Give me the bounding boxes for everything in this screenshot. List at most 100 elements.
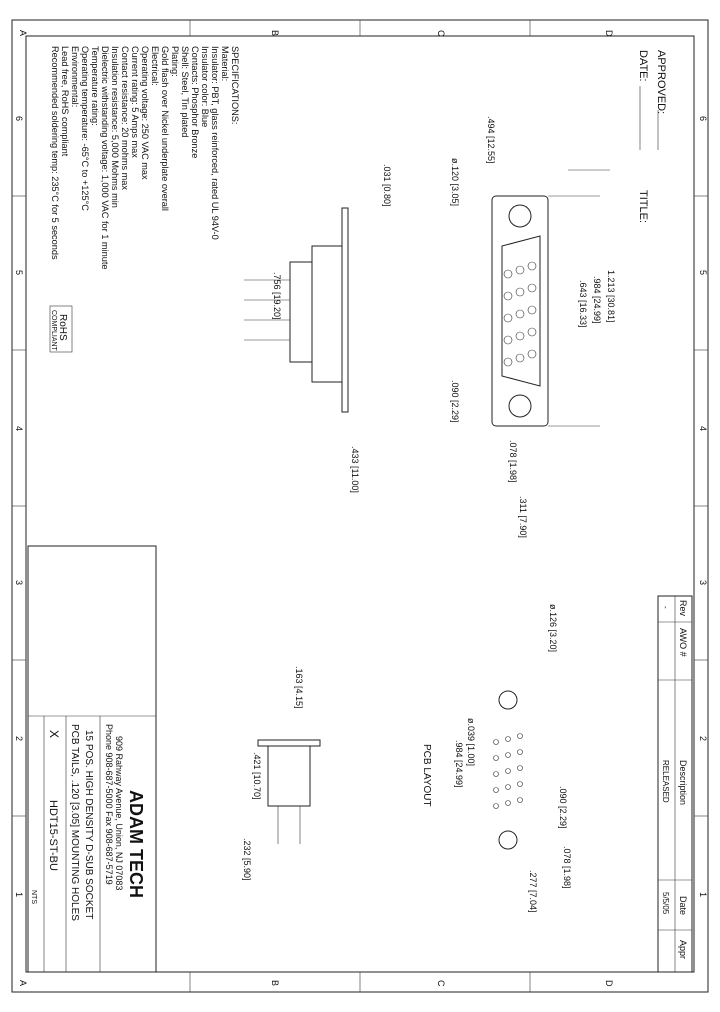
mount-hole-right	[508, 394, 532, 418]
spec-line: Contacts: Phosphor Bronze	[190, 46, 200, 158]
spec-line: Recommended soldering temp: 235°C for 5 …	[50, 46, 60, 260]
front-view: 1.213 [30.81] .984 [24.99] .643 [16.33] …	[450, 116, 616, 538]
zone-number: 3	[14, 580, 24, 585]
spec-line: Gold flash over Nickel underplate overal…	[160, 46, 170, 211]
spec-line: Temperature rating:	[90, 46, 100, 126]
dim-pcb-pitch: .090 [2.29]	[558, 786, 568, 829]
company-phone: Phone 908-687-5000 Fax 908-687-5719	[104, 724, 114, 885]
drawing-mark: X	[47, 730, 61, 738]
side-view: .031 [0.80] .756 [19.20] .433 [11.00]	[244, 164, 392, 493]
zone-ticks	[12, 20, 708, 992]
dim-front-width: 1.213 [30.81]	[606, 270, 616, 323]
spec-line: Dielectric withstanding voltage: 1,000 V…	[100, 46, 110, 270]
pcb-pin-hole	[493, 787, 499, 793]
awo-header: AWO #	[678, 628, 688, 657]
pcb-pin-hole	[493, 803, 499, 809]
pcb-pin-hole	[517, 781, 523, 787]
dim-end-top: .163 [4.15]	[294, 666, 304, 709]
zone-letter: D	[604, 30, 614, 37]
specifications-block: SPECIFICATIONS: Material:Insulator: PBT,…	[49, 46, 240, 353]
socket-contact	[503, 313, 513, 323]
socket-contact	[515, 309, 525, 319]
spec-line: Environmental:	[70, 46, 80, 107]
zone-number: 2	[698, 736, 708, 741]
dim-front-shell: .643 [16.33]	[578, 280, 588, 328]
front-shell	[491, 195, 549, 427]
socket-contact	[527, 349, 537, 359]
pcb-layout-label: PCB LAYOUT	[421, 744, 432, 807]
pcb-pin-hole	[517, 765, 523, 771]
pcb-pin-hole	[517, 749, 523, 755]
rohs-text: RoHS	[57, 314, 68, 341]
rohs-badge	[49, 305, 73, 353]
pcb-mount-hole-left	[498, 690, 518, 710]
zone-number: 4	[698, 426, 708, 431]
pcb-layout: ø.126 [3.20] ø.039 [1.00] .984 [24.99] .…	[421, 604, 572, 913]
spec-line: Insulator: PBT, glass reinforced, rated …	[210, 46, 220, 240]
zone-letter: C	[436, 30, 446, 37]
spec-line: Current rating: 5 Amps max	[130, 46, 140, 158]
zone-letter: C	[436, 980, 446, 987]
zone-letter: A	[18, 30, 28, 36]
side-rear	[289, 261, 313, 363]
socket-contact	[503, 335, 513, 345]
socket-contact	[515, 331, 525, 341]
zone-letter: B	[270, 980, 280, 986]
appr-header: Appr	[678, 940, 688, 959]
scale-value: NTS	[30, 890, 37, 904]
revision-table: Rev AWO # Description Date Appr - RELEAS…	[657, 595, 693, 973]
description-header: Description	[678, 760, 688, 805]
description-value: RELEASED	[661, 760, 670, 803]
end-view: .163 [4.15] .421 [10.70] .232 [5.90]	[242, 666, 321, 881]
part-number: HDT15-ST-BU	[47, 800, 59, 871]
rev-value: -	[661, 606, 670, 609]
zone-number: 5	[14, 270, 24, 275]
socket-contact	[527, 261, 537, 271]
zone-number: 4	[14, 426, 24, 431]
dim-pcb-row: .078 [1.98]	[562, 846, 572, 889]
dim-front-row: .078 [1.98]	[508, 440, 518, 483]
spec-line: Insulation resistance: 5,000 Mohms min	[110, 46, 120, 208]
socket-contact	[515, 287, 525, 297]
spec-line: Electrical:	[150, 46, 160, 86]
front-dsub-face	[501, 235, 541, 387]
dim-pcb-depth: .277 [7.04]	[528, 870, 538, 913]
zone-letter: D	[604, 980, 614, 987]
pcb-mount-hole-right	[498, 830, 518, 850]
pcb-pin-hole	[505, 800, 511, 806]
pcb-pin-hole	[505, 752, 511, 758]
dim-front-height: .494 [12.55]	[486, 116, 496, 164]
dim-side-tail: .433 [11.00]	[350, 446, 360, 493]
zone-number: 1	[14, 892, 24, 897]
spec-line: Plating:	[170, 46, 180, 77]
part-description-1: 15 POS. HIGH DENSITY D-SUB SOCKET	[83, 730, 94, 919]
dim-side-body: .756 [19.20]	[272, 272, 282, 320]
pcb-pin-hole	[493, 771, 499, 777]
spec-line: Lead free, RoHS compliant	[60, 46, 70, 157]
spec-line: Operating temperature: -65°C to +125°C	[80, 46, 90, 211]
side-body	[311, 245, 343, 383]
side-flange	[341, 207, 349, 413]
socket-contact	[503, 269, 513, 279]
spec-line: Material:	[220, 46, 230, 81]
socket-contact	[515, 265, 525, 275]
company-address: 909 Rahway Avenue, Union, NJ 07083	[114, 736, 124, 890]
dim-front-pitch: .090 [2.29]	[450, 380, 460, 423]
socket-contact	[515, 353, 525, 363]
dim-end-height: .421 [10.70]	[252, 752, 262, 800]
company-name: ADAM TECH	[126, 790, 146, 898]
zone-number: 1	[698, 892, 708, 897]
pcb-pin-hole	[517, 797, 523, 803]
spec-line: Contact resistance: 20 mohms max	[120, 46, 130, 190]
side-tails	[244, 279, 290, 341]
socket-contact	[527, 305, 537, 315]
socket-contact	[503, 291, 513, 301]
mount-hole-left	[508, 204, 532, 228]
zone-number: 3	[698, 580, 708, 585]
title-label: TITLE:	[637, 190, 649, 223]
dim-front-311: .311 [7.90]	[518, 496, 528, 538]
part-description-2: PCB TAILS, .120 [3.05] MOUNTING HOLES	[69, 724, 80, 921]
dim-side-flange: .031 [0.80]	[382, 164, 392, 207]
dim-front-hole: ø.120 [3.05]	[450, 158, 460, 206]
